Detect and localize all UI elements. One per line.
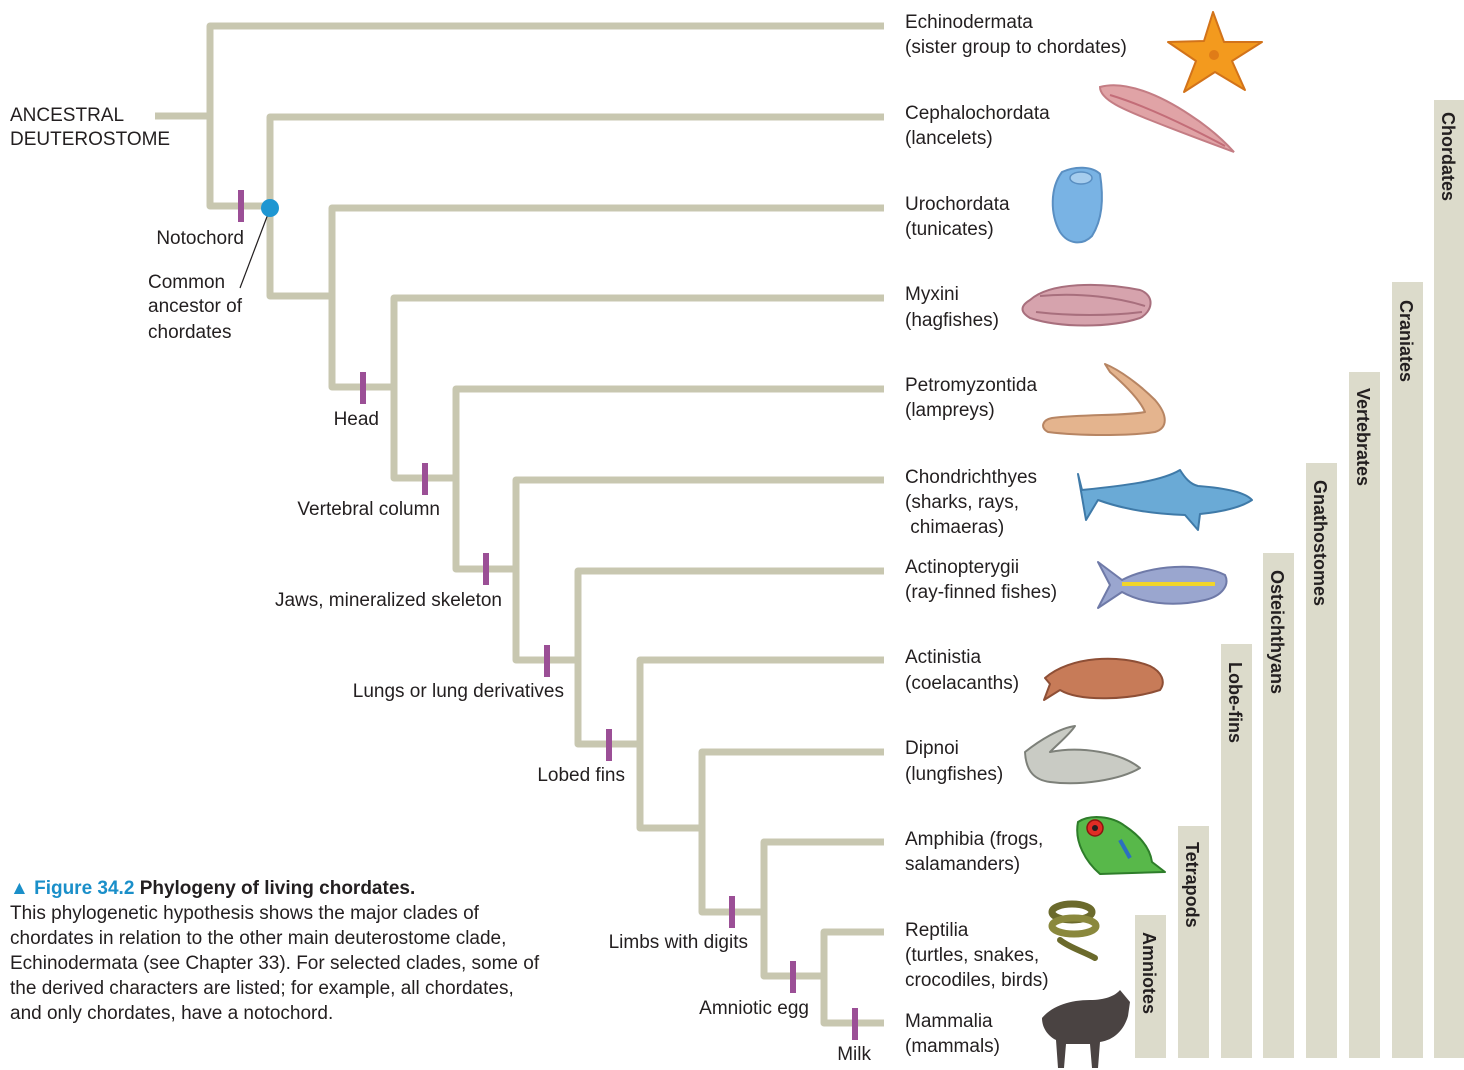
character-label-lungs: Lungs or lung derivatives [353, 681, 564, 702]
branch-dipnoi [702, 752, 884, 828]
common-ancestor-label-2: ancestor of [148, 296, 243, 317]
taxon-common-myxini: (hagfishes) [905, 310, 999, 331]
figure-title: Phylogeny of living chordates. [140, 878, 416, 899]
branch-chondrichthyes [516, 480, 884, 569]
branch-olfactores [270, 206, 332, 296]
taxon-name-mammalia: Mammalia [905, 1011, 993, 1032]
taxon-common-dipnoi: (lungfishes) [905, 764, 1003, 785]
common-ancestor-label-1: Common [148, 272, 225, 293]
taxon-name-cephalochordata: Cephalochordata [905, 103, 1050, 124]
clade-label-craniates: Craniates [1396, 300, 1416, 382]
taxon-name-urochordata: Urochordata [905, 194, 1010, 215]
branch-petromyzontida [456, 389, 884, 478]
clade-label-lobe-fins: Lobe-fins [1225, 662, 1245, 743]
taxon-common-amphibia: salamanders) [905, 854, 1020, 875]
wildebeest-icon [1042, 990, 1130, 1068]
taxon-name-myxini: Myxini [905, 284, 959, 305]
taxon-common-actinopterygii: (ray-finned fishes) [905, 582, 1057, 603]
taxon-common-reptilia-2: crocodiles, birds) [905, 970, 1049, 991]
clade-label-vertebrates: Vertebrates [1353, 388, 1373, 486]
taxon-common-echinodermata: (sister group to chordates) [905, 37, 1127, 58]
hagfish-icon [1023, 285, 1151, 326]
lungfish-icon [1025, 726, 1140, 783]
taxon-name-amphibia: Amphibia (frogs, [905, 829, 1043, 850]
root-label-line-1: ANCESTRAL [10, 105, 124, 126]
clade-bar-chordates [1434, 100, 1464, 1058]
character-label-notochord: Notochord [156, 228, 244, 249]
taxon-common-cephalochordata: (lancelets) [905, 128, 993, 149]
character-label-milk: Milk [837, 1044, 871, 1065]
taxon-common-mammalia: (mammals) [905, 1036, 1000, 1057]
figure-caption-body: This phylogenetic hypothesis shows the m… [10, 903, 539, 1024]
tunicate-icon [1053, 168, 1102, 243]
common-ancestor-dot [261, 199, 279, 217]
taxon-common-reptilia-1: (turtles, snakes, [905, 945, 1039, 966]
taxon-common-actinistia: (coelacanths) [905, 673, 1019, 694]
lamprey-icon [1043, 364, 1165, 435]
character-label-jaws: Jaws, mineralized skeleton [275, 590, 502, 611]
character-label-vertebral-column: Vertebral column [297, 499, 440, 520]
clade-label-osteichthyans: Osteichthyans [1267, 570, 1287, 694]
frog-icon [1077, 817, 1165, 874]
branch-reptilia [824, 932, 884, 976]
common-ancestor-label-3: chordates [148, 322, 231, 343]
character-label-amniotic-egg: Amniotic egg [699, 998, 809, 1019]
coelacanth-icon [1044, 659, 1163, 700]
clade-label-amniotes: Amniotes [1139, 932, 1159, 1014]
snake-icon [1052, 904, 1096, 958]
clade-label-tetrapods: Tetrapods [1182, 842, 1202, 928]
clade-label-gnathostomes: Gnathostomes [1310, 480, 1330, 606]
lancelet-icon [1100, 85, 1234, 152]
clade-bar-craniates [1392, 282, 1423, 1058]
taxon-name-actinistia: Actinistia [905, 647, 981, 668]
branch-rhipidistians [640, 744, 702, 828]
character-label-lobed-fins: Lobed fins [537, 765, 625, 786]
figure-number: ▲ Figure 34.2 [10, 878, 134, 899]
branch-actinopterygii [578, 571, 884, 660]
taxon-common-urochordata: (tunicates) [905, 219, 994, 240]
branch-myxini [394, 298, 884, 387]
taxon-name-petromyzontida: Petromyzontida [905, 375, 1037, 396]
taxon-name-actinopterygii: Actinopterygii [905, 557, 1019, 578]
tree-branches [155, 26, 884, 1023]
taxon-common-petromyzontida: (lampreys) [905, 400, 995, 421]
taxon-name-reptilia: Reptilia [905, 920, 969, 941]
root-label-line-2: DEUTEROSTOME [10, 129, 170, 150]
taxon-common-chondrichthyes-1: (sharks, rays, [905, 492, 1019, 513]
figure-caption: ▲ Figure 34.2 Phylogeny of living chorda… [10, 876, 550, 1026]
character-label-head: Head [334, 409, 379, 430]
taxon-name-dipnoi: Dipnoi [905, 738, 959, 759]
clade-label-chordates: Chordates [1438, 112, 1458, 201]
common-ancestor-leader [240, 214, 268, 288]
branch-amphibia [764, 842, 884, 912]
branch-urochordata [332, 208, 884, 296]
sea-star-icon [1168, 12, 1262, 92]
taxon-name-echinodermata: Echinodermata [905, 12, 1033, 33]
taxon-common-chondrichthyes-2: chimaeras) [905, 517, 1004, 538]
branch-echinodermata [210, 26, 884, 116]
taxon-name-chondrichthyes: Chondrichthyes [905, 467, 1037, 488]
shark-icon [1078, 470, 1252, 530]
ray-finned-fish-icon [1098, 562, 1226, 608]
character-label-limbs: Limbs with digits [609, 932, 748, 953]
branch-cephalochordata [270, 117, 884, 206]
branch-actinistia [640, 660, 884, 744]
